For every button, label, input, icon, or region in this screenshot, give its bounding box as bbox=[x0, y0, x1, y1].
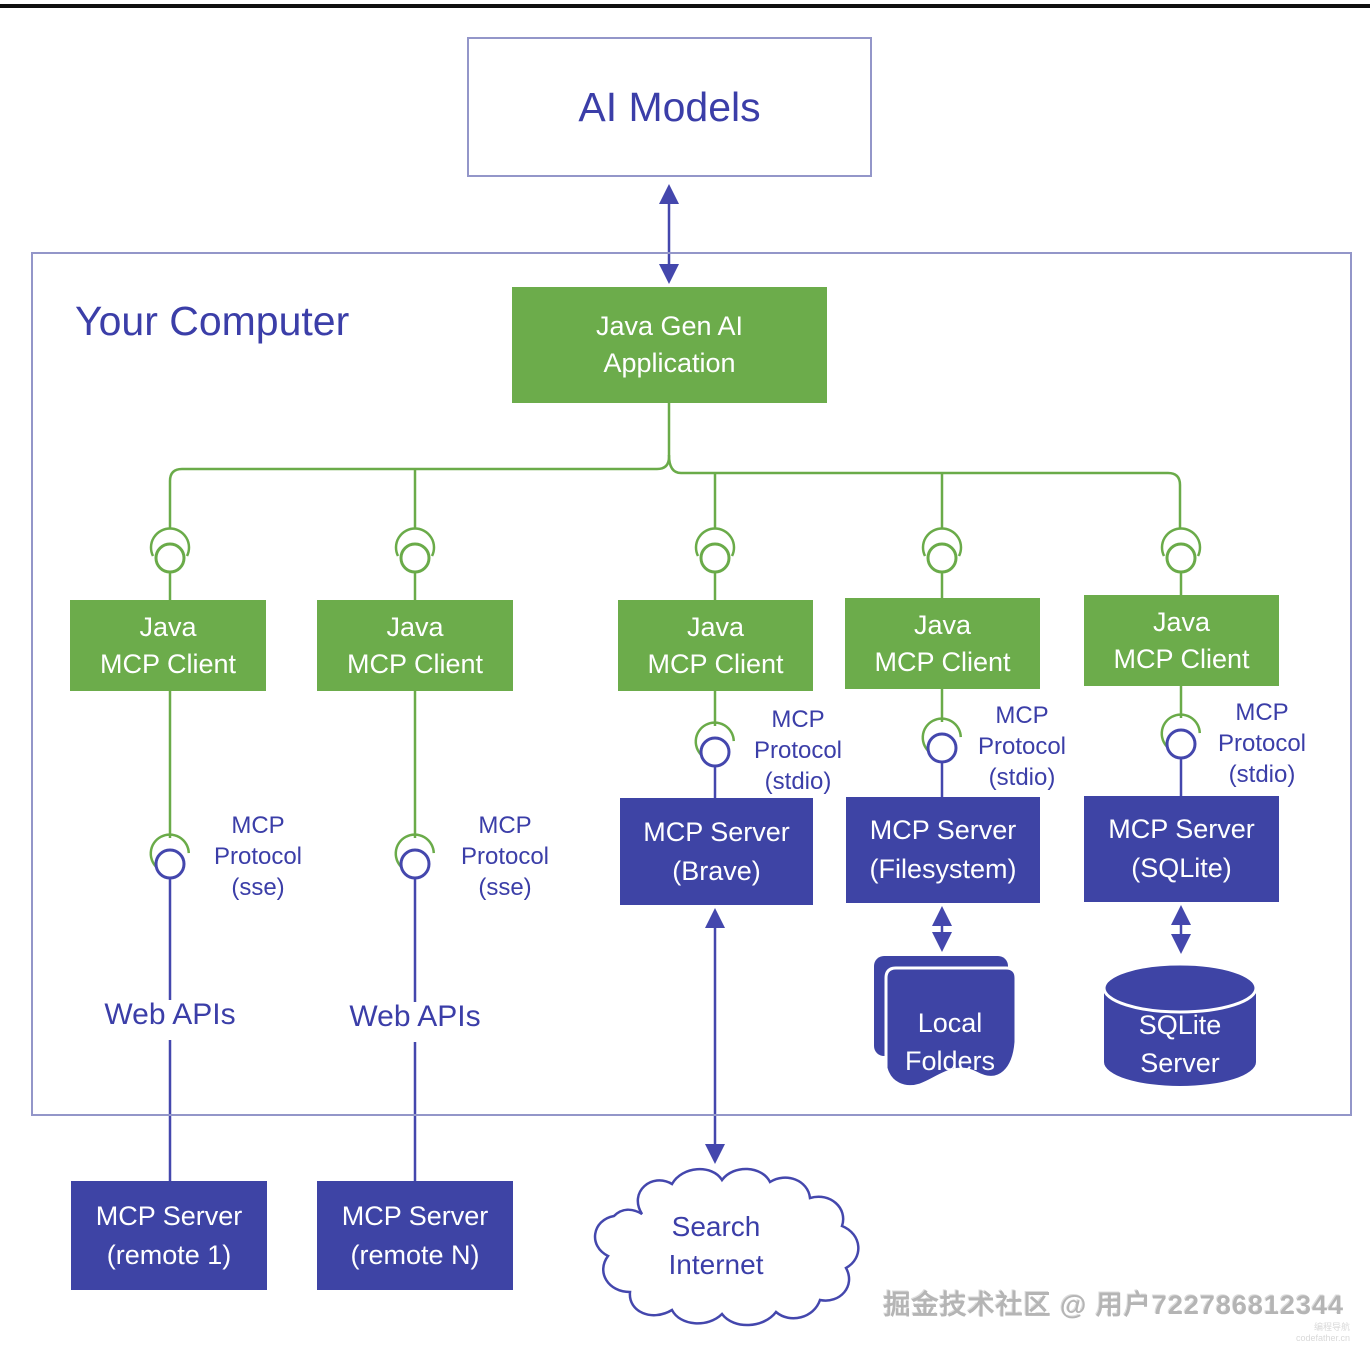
sqlite-server-label: SQLite Server bbox=[1138, 1010, 1222, 1078]
mcp-server-sqlite-box: MCP Server (SQLite) bbox=[1084, 796, 1279, 902]
web-apis-label-1: Web APIs bbox=[104, 998, 236, 1031]
ai-models-label: AI Models bbox=[578, 83, 761, 130]
corner-watermark-line1: 编程导航 bbox=[1313, 1322, 1350, 1332]
mcp-client-box-1: Java MCP Client bbox=[70, 600, 266, 691]
mcp-server-filesystem-box: MCP Server (Filesystem) bbox=[846, 797, 1040, 903]
mcp-server-remoteN-box: MCP Server (remote N) bbox=[317, 1181, 513, 1290]
mcp-server-remote1-box: MCP Server (remote 1) bbox=[71, 1181, 267, 1290]
mcp-client-box-3: Java MCP Client bbox=[618, 600, 813, 691]
your-computer-label: Your Computer bbox=[75, 298, 350, 344]
mcp-client-box-2: Java MCP Client bbox=[317, 600, 513, 691]
your-computer-frame bbox=[31, 252, 1352, 1116]
mcp-client-box-4: Java MCP Client bbox=[845, 598, 1040, 689]
protocol-label-5: MCP Protocol (stdio) bbox=[1217, 699, 1307, 788]
protocol-label-2: MCP Protocol (sse) bbox=[460, 812, 550, 901]
ai-models-box: AI Models bbox=[467, 37, 872, 177]
web-apis-label-2: Web APIs bbox=[349, 1000, 481, 1033]
corner-watermark-line2: codefather.cn bbox=[1295, 1333, 1350, 1343]
local-folders-label: Local Folders bbox=[904, 1008, 996, 1076]
watermark-text: 掘金技术社区 @ 用户722786812344 bbox=[883, 1290, 1344, 1320]
corner-watermark: 编程导航 codefather.cn bbox=[1230, 1322, 1350, 1344]
search-internet-label: Search Internet bbox=[668, 1211, 764, 1280]
protocol-label-3: MCP Protocol (stdio) bbox=[753, 706, 843, 795]
top-border-line bbox=[0, 4, 1370, 8]
app-box: Java Gen AI Application bbox=[512, 287, 827, 403]
protocol-label-1: MCP Protocol (sse) bbox=[213, 812, 303, 901]
mcp-client-box-5: Java MCP Client bbox=[1084, 595, 1279, 686]
protocol-label-4: MCP Protocol (stdio) bbox=[977, 702, 1067, 791]
mcp-server-brave-box: MCP Server (Brave) bbox=[620, 798, 813, 905]
